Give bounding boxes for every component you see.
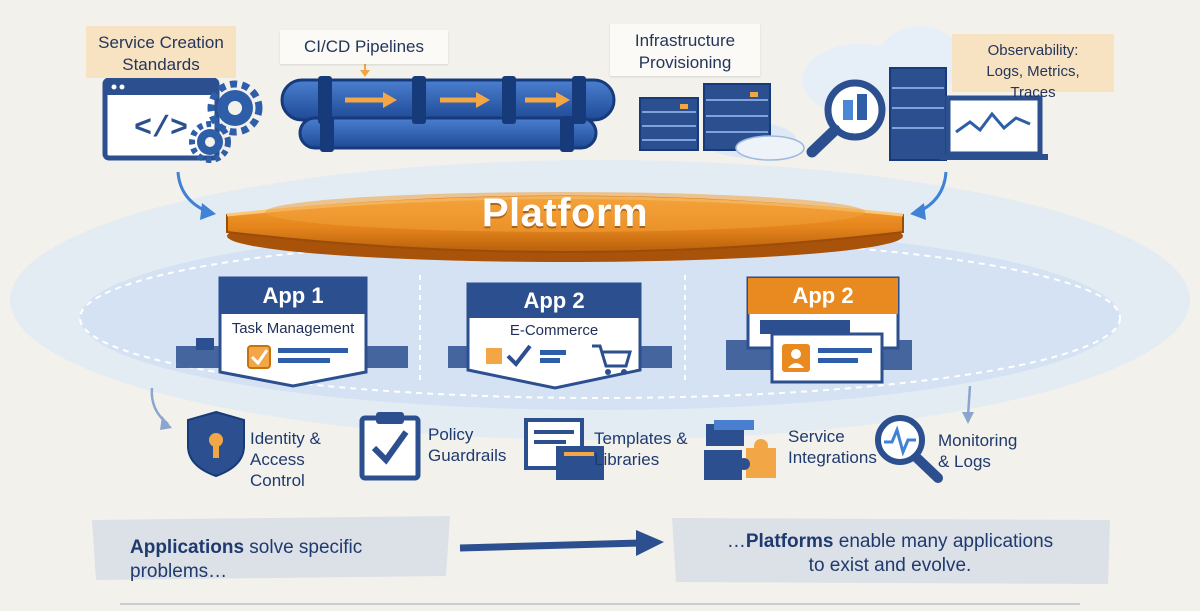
footer-arrow <box>459 530 664 556</box>
footer-right-prefix: … <box>726 531 746 552</box>
document-stack-icon <box>524 418 604 480</box>
app-card-1 <box>176 276 408 388</box>
magnifier-pulse-icon <box>875 415 943 483</box>
footer-right-line2: to exist and evolve. <box>808 555 972 576</box>
capability-policy-label: Policy Guardrails <box>428 425 507 465</box>
service-creation-label: Service Creation Standards <box>86 26 236 78</box>
capability-templates-label: Templates & Libraries <box>594 429 688 469</box>
infrastructure-label: Infrastructure Provisioning <box>610 24 760 76</box>
footer-right-text: …Platforms enable many applications to e… <box>690 530 1090 578</box>
app-3-title: App 2 <box>792 283 854 308</box>
puzzle-icon <box>704 420 776 480</box>
footer-right-strong: Platforms <box>745 531 834 552</box>
capability-monitoring-label: Monitoring & Logs <box>938 431 1018 471</box>
footer-left-text: Applications solve specific problems… <box>130 536 450 584</box>
footer-left-strong: Applications <box>130 537 245 558</box>
pipeline-icon <box>280 62 616 152</box>
footer-strip-left <box>92 516 450 580</box>
left-flow-arrow <box>176 171 216 220</box>
app-card-2 <box>448 282 672 390</box>
right-flow-arrow <box>910 171 948 220</box>
footer-right-line1: …Platforms enable many applications <box>690 530 1090 554</box>
app-1-subtitle: Task Management <box>231 320 355 337</box>
gear-icon <box>189 80 263 163</box>
svg-text:</>: </> <box>134 112 188 146</box>
app-2-subtitle: E-Commerce <box>509 322 599 339</box>
code-window-icon: </> <box>102 77 220 161</box>
capability-identity-label: Identity & Access Control <box>250 429 321 490</box>
down-arrow-left <box>150 387 172 430</box>
platform-disc <box>226 192 904 262</box>
observability-icon <box>802 26 1048 161</box>
app-2-title: App 2 <box>523 288 585 313</box>
footer-right-rest: enable many applications <box>833 531 1054 552</box>
observability-label: Observability: Logs, Metrics, Traces <box>952 34 1114 101</box>
footer-strip-right <box>672 518 1110 584</box>
cicd-label: CI/CD Pipelines <box>280 30 448 64</box>
app-card-3 <box>726 276 912 384</box>
clipboard-check-icon <box>359 412 421 481</box>
footer-left-rest: solve specific problems… <box>130 537 363 582</box>
down-arrow-right <box>962 385 974 424</box>
capability-integrations-label: Service Integrations <box>788 427 877 467</box>
shield-keyhole-icon <box>187 410 245 478</box>
platform-title: Platform <box>481 191 649 235</box>
server-rack-icon <box>639 83 805 161</box>
app-1-title: App 1 <box>262 283 324 308</box>
